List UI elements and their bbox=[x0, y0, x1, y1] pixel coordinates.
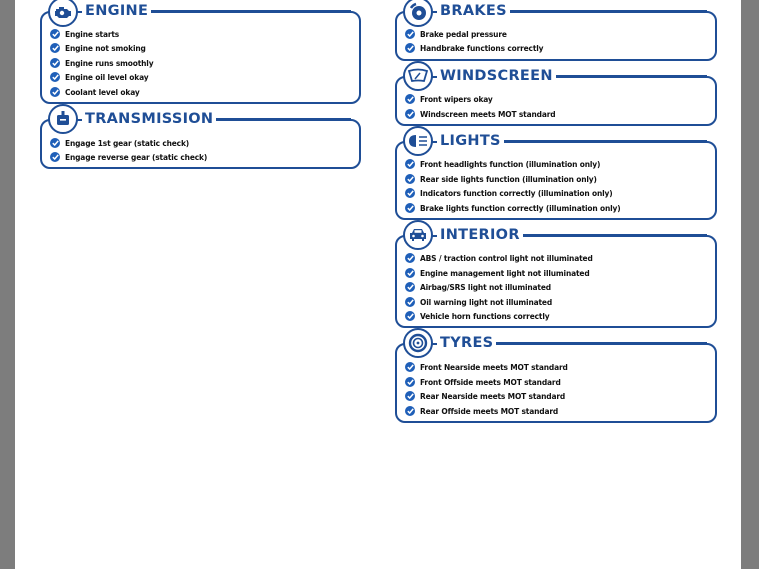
tyres-title: TYRES bbox=[437, 334, 497, 352]
interior-box bbox=[395, 235, 717, 328]
list-item: Front Nearside meets MOT standard bbox=[405, 362, 568, 372]
check-icon bbox=[405, 406, 415, 416]
windscreen-title: WINDSCREEN bbox=[437, 67, 556, 85]
list-item: Windscreen meets MOT standard bbox=[405, 109, 556, 119]
list-item: Engine not smoking bbox=[50, 43, 146, 53]
list-item: Front wipers okay bbox=[405, 94, 493, 104]
brakes-header-line bbox=[503, 10, 707, 12]
engine-section: ENGINE Engine starts Engine not smoking … bbox=[40, 0, 361, 104]
windscreen-box bbox=[395, 76, 717, 126]
brakes-section: BRAKES Brake pedal pressure Handbrake fu… bbox=[395, 0, 717, 61]
lights-header-line bbox=[503, 140, 707, 142]
interior-title: INTERIOR bbox=[437, 226, 523, 244]
list-item: Engine starts bbox=[50, 29, 119, 39]
list-item: Brake pedal pressure bbox=[405, 29, 507, 39]
list-item: Brake lights function correctly (illumin… bbox=[405, 203, 621, 213]
check-icon bbox=[405, 94, 415, 104]
check-icon bbox=[50, 72, 60, 82]
list-item: Engine management light not illuminated bbox=[405, 268, 590, 278]
lights-box bbox=[395, 141, 717, 220]
interior-section: INTERIOR ABS / traction control light no… bbox=[395, 220, 717, 328]
brakes-title: BRAKES bbox=[437, 2, 510, 20]
tyre-icon bbox=[403, 328, 433, 358]
check-icon bbox=[50, 138, 60, 148]
check-icon bbox=[405, 188, 415, 198]
check-icon bbox=[50, 43, 60, 53]
list-item: Engage 1st gear (static check) bbox=[50, 138, 189, 148]
interior-header-line bbox=[512, 234, 707, 236]
brake-disc-icon bbox=[403, 0, 433, 27]
windscreen-icon bbox=[403, 61, 433, 91]
list-item: Front Offside meets MOT standard bbox=[405, 377, 561, 387]
check-icon bbox=[405, 203, 415, 213]
list-item: Rear side lights function (illumination … bbox=[405, 174, 597, 184]
check-icon bbox=[405, 174, 415, 184]
transmission-title: TRANSMISSION bbox=[82, 110, 217, 128]
lights-section: LIGHTS Front headlights function (illumi… bbox=[395, 126, 717, 220]
check-icon bbox=[405, 362, 415, 372]
engine-header-line bbox=[145, 10, 351, 12]
brakes-box bbox=[395, 11, 717, 61]
check-icon bbox=[405, 29, 415, 39]
list-item: Rear Nearside meets MOT standard bbox=[405, 391, 565, 401]
gearbox-icon bbox=[48, 104, 78, 134]
windscreen-section: WINDSCREEN Front wipers okay Windscreen … bbox=[395, 61, 717, 126]
tyres-section: TYRES Front Nearside meets MOT standard … bbox=[395, 328, 717, 423]
list-item: Coolant level okay bbox=[50, 87, 140, 97]
check-icon bbox=[50, 152, 60, 162]
list-item: Front headlights function (illumination … bbox=[405, 159, 600, 169]
check-icon bbox=[405, 391, 415, 401]
car-front-icon bbox=[403, 220, 433, 250]
tyres-box bbox=[395, 343, 717, 423]
check-icon bbox=[405, 282, 415, 292]
check-icon bbox=[405, 159, 415, 169]
list-item: Vehicle horn functions correctly bbox=[405, 311, 550, 321]
check-icon bbox=[405, 109, 415, 119]
check-icon bbox=[405, 377, 415, 387]
engine-icon bbox=[48, 0, 78, 27]
check-icon bbox=[50, 29, 60, 39]
windscreen-header-line bbox=[535, 75, 707, 77]
list-item: Oil warning light not illuminated bbox=[405, 297, 552, 307]
list-item: Engage reverse gear (static check) bbox=[50, 152, 207, 162]
check-icon bbox=[50, 58, 60, 68]
list-item: Engine runs smoothly bbox=[50, 58, 154, 68]
tyres-header-line bbox=[495, 342, 707, 344]
engine-title: ENGINE bbox=[82, 2, 152, 20]
check-icon bbox=[405, 268, 415, 278]
document-page: ENGINE Engine starts Engine not smoking … bbox=[15, 0, 741, 569]
list-item: Rear Offside meets MOT standard bbox=[405, 406, 558, 416]
transmission-header-line bbox=[192, 118, 351, 120]
check-icon bbox=[405, 297, 415, 307]
check-icon bbox=[405, 253, 415, 263]
list-item: Engine oil level okay bbox=[50, 72, 149, 82]
check-icon bbox=[405, 43, 415, 53]
list-item: ABS / traction control light not illumin… bbox=[405, 253, 593, 263]
check-icon bbox=[50, 87, 60, 97]
list-item: Airbag/SRS light not illuminated bbox=[405, 282, 551, 292]
list-item: Handbrake functions correctly bbox=[405, 43, 544, 53]
engine-box bbox=[40, 11, 361, 104]
check-icon bbox=[405, 311, 415, 321]
list-item: Indicators function correctly (illuminat… bbox=[405, 188, 613, 198]
lights-title: LIGHTS bbox=[437, 132, 504, 150]
headlight-icon bbox=[403, 126, 433, 156]
transmission-section: TRANSMISSION Engage 1st gear (static che… bbox=[40, 104, 361, 169]
